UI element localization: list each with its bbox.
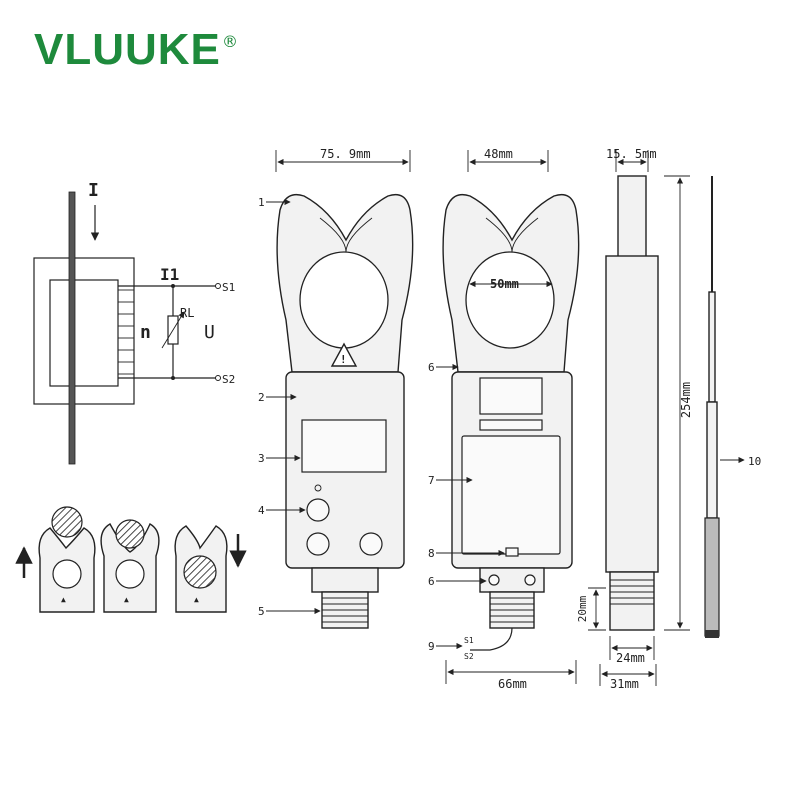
screw-right: [524, 574, 536, 586]
screw-left: [488, 574, 500, 586]
primary-current-label: I1: [160, 265, 179, 284]
front-view: 75. 9mm ! 1 2 3: [258, 147, 414, 629]
label-plate: [479, 377, 543, 415]
svg-text:7: 7: [428, 474, 435, 487]
callout-7: 7: [428, 474, 473, 487]
jaw-opening-dimension: 50mm: [490, 277, 519, 291]
svg-text:6: 6: [428, 575, 435, 588]
depth-dimension: 15. 5mm: [606, 147, 657, 161]
power-button: [306, 498, 330, 522]
svg-text:8: 8: [428, 547, 435, 560]
base-width-dimension: 31mm: [610, 677, 639, 691]
extension-rod: 10: [704, 176, 761, 638]
jaw-step-open: ▲: [15, 506, 96, 613]
conductor-cross-section: [51, 506, 83, 538]
function-button-right: [359, 532, 383, 556]
callout-4: 4: [258, 504, 306, 517]
front-width-dimension: 75. 9mm: [320, 147, 371, 161]
connector-block: [311, 567, 379, 593]
resistor-label: RL: [180, 306, 194, 320]
battery-cover: [461, 435, 561, 555]
svg-text:5: 5: [258, 605, 265, 618]
svg-text:▲: ▲: [194, 595, 199, 604]
svg-text:!: !: [340, 353, 347, 366]
function-button-left: [306, 532, 330, 556]
svg-text:3: 3: [258, 452, 265, 465]
svg-text:4: 4: [258, 504, 265, 517]
conductor-cross-section: [115, 519, 145, 549]
core-inner: [49, 279, 119, 387]
side-view: 15. 5mm 254mm 20mm 24mm 31mm: [576, 147, 693, 691]
warning-icon: [330, 342, 358, 367]
callout-1: 1: [258, 196, 291, 209]
current-label: I: [88, 180, 99, 201]
conductor-cross-section: [183, 555, 217, 589]
side-width-dimension: 48mm: [484, 147, 513, 161]
thread-height-dimension: 20mm: [576, 595, 589, 622]
callout-6: 6: [428, 361, 459, 374]
terminal-s1-label: S1: [222, 281, 235, 294]
lcd-display: [301, 419, 387, 473]
brand-logo: VLUUKE: [34, 25, 221, 74]
voltage-label: U: [204, 322, 215, 343]
callout-10: 10: [720, 455, 761, 468]
svg-text:▲: ▲: [61, 595, 66, 604]
cover-latch: [505, 547, 519, 557]
svg-text:S1: S1: [464, 636, 474, 645]
bottom-width-dimension: 66mm: [498, 677, 527, 691]
svg-text:1: 1: [258, 196, 265, 209]
length-dimension: 254mm: [679, 382, 693, 418]
svg-text:6: 6: [428, 361, 435, 374]
callout-9: 9: [428, 640, 463, 653]
primary-conductor: [68, 191, 76, 465]
jaw-step-closed: ▲: [174, 525, 247, 613]
callout-6-connector: 6: [428, 575, 487, 588]
svg-text:9: 9: [428, 640, 435, 653]
terminal-s2-label: S2: [222, 373, 235, 386]
callout-5: 5: [258, 605, 321, 618]
callout-3: 3: [258, 452, 301, 465]
circuit-diagram: I I1 RL n U: [33, 180, 235, 465]
svg-text:▲: ▲: [124, 595, 129, 604]
callout-8: 8: [428, 547, 505, 560]
output-cable: [470, 627, 513, 651]
svg-text:2: 2: [258, 391, 265, 404]
thread-profile: [609, 571, 655, 631]
secondary-winding: [118, 289, 135, 375]
thread-width-dimension: 24mm: [616, 651, 645, 665]
jaw-operation-sequence: ▲ ▲ ▲: [15, 506, 247, 613]
body-profile: [605, 255, 659, 573]
callout-2: 2: [258, 391, 297, 404]
svg-text:10: 10: [748, 455, 761, 468]
turns-label: n: [140, 322, 151, 343]
jaw-step-insert: ▲: [100, 519, 160, 613]
registered-mark: ®: [222, 32, 238, 51]
back-view: 48mm 50mm S1 S2 66mm 6 7: [428, 147, 580, 691]
svg-text:S2: S2: [464, 652, 474, 661]
